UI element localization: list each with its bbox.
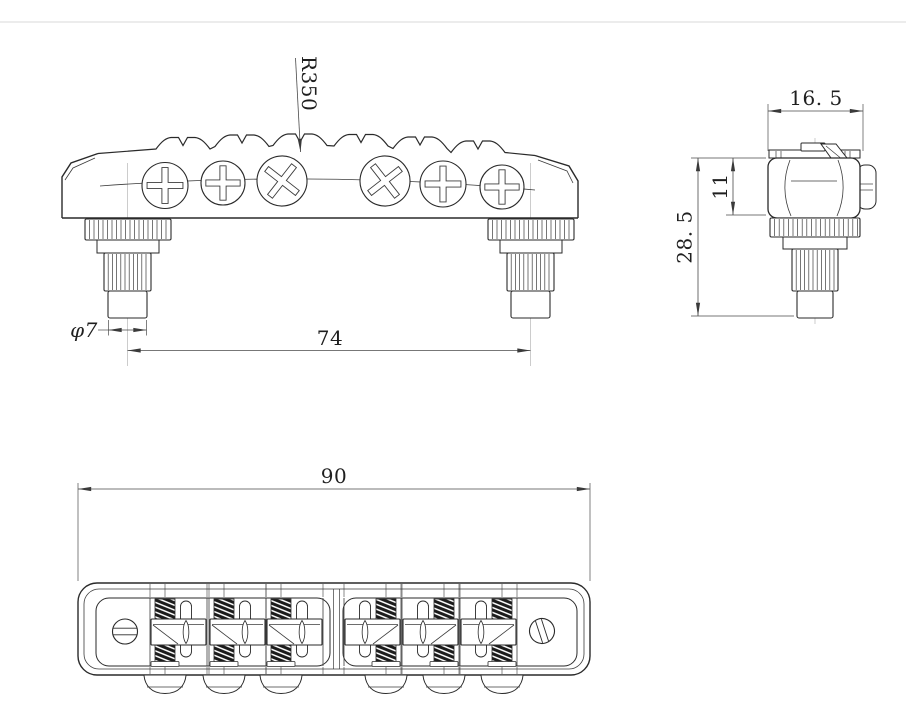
plate-left-chamfer [64,157,96,181]
saddle-screw [141,161,189,210]
screw-lens [182,619,190,645]
plate-right-end [534,154,579,218]
saddle-block [402,618,459,646]
side-post-tip [796,290,834,319]
saddle-block [150,618,207,646]
saddle-bevel [430,624,457,645]
spring-top [154,598,176,621]
screw-head-bump [480,675,524,695]
screw-head-bump [202,675,246,695]
saddle-bevel [152,624,179,645]
spring-top [375,598,397,621]
radius-leader [295,57,302,153]
spring-seat [266,661,296,667]
front-view [61,133,579,366]
phillips-cross-icon [424,165,462,203]
saddle-block [266,618,323,646]
side-body-contour [836,159,844,217]
spring-bottom [433,643,455,664]
screw-lens [419,619,427,645]
spring-seat [487,661,517,667]
mount-screw-right [528,617,556,645]
spring-bottom [154,643,176,664]
mount-screw-left [111,618,139,645]
left-post-tip [107,290,148,319]
side-body-contour [784,159,792,217]
dim-label-overall-height: 28. 5 [673,210,697,263]
spring-top [270,598,292,621]
side-body [767,157,861,219]
right-thumbwheel [487,218,575,241]
dim-label-saddle-width: 16. 5 [789,86,842,110]
side-post-knurl [791,248,839,292]
saddle-bevel [488,624,515,645]
left-post-knurl [103,252,152,292]
plate-right-chamfer [537,159,574,184]
saddle-screw [359,155,411,207]
screw-lens [361,619,369,645]
screw-head-bump [143,675,187,695]
spring-top [491,598,513,621]
saddle-bevel [372,624,399,645]
spring-seat [209,661,239,667]
saddle-bevel [268,624,295,645]
left-post-collar [96,239,160,254]
side-post-collar [782,236,848,250]
phillips-cross-icon [367,163,403,199]
plate-top-profile [97,133,536,157]
screw-lens [477,619,485,645]
phillips-cross-icon [264,163,300,199]
dim-label-post-spacing: 74 [317,326,343,350]
spring-bottom [375,643,397,664]
saddle-block [460,618,517,646]
right-post-knurl [506,252,555,292]
spring-bottom [270,643,292,664]
screw-head-bump [364,675,408,695]
mount-screw-right-slot [535,620,544,644]
spring-bottom [213,643,235,664]
saddle-bevel [211,624,238,645]
body-outline [77,582,591,676]
dim-label-overall-length: 90 [321,464,347,488]
spring-top [433,598,455,621]
right-post-collar [499,239,563,254]
body-inner-edge [83,588,585,670]
plate-left-end [61,152,99,218]
saddle-screw [419,160,467,208]
spring-seat [371,661,401,667]
phillips-cross-icon [205,165,241,201]
mount-screw-right-slot [540,618,549,642]
saddle-block [209,618,266,646]
saddle-wedge-line [825,145,841,158]
dim-label-body-height: 11 [708,173,732,199]
screw-head-bump [259,675,303,695]
spring-seat [150,661,180,667]
right-post-tip [510,290,551,319]
side-view [767,138,877,324]
screw-lens [298,619,306,645]
bottom-view [77,582,591,695]
dim-label-radius: R350 [297,56,321,111]
spring-bottom [491,643,513,664]
saddle-screw [256,155,308,207]
dim-label-post-diameter: φ7 [70,318,98,342]
dimension-layer: R350 φ7 74 16. 5 11 28. 5 90 [70,56,864,581]
mount-screw-right-head [528,617,556,645]
phillips-cross-icon [146,167,184,204]
screw-lens [241,619,249,645]
spring-seat [429,661,459,667]
screw-head-bump [422,675,466,695]
spring-top [213,598,235,621]
saddle-block [344,618,401,646]
phillips-cross-icon [484,169,520,205]
saddle-screw [479,164,525,210]
saddle-screw [200,160,246,206]
left-thumbwheel [84,218,172,241]
